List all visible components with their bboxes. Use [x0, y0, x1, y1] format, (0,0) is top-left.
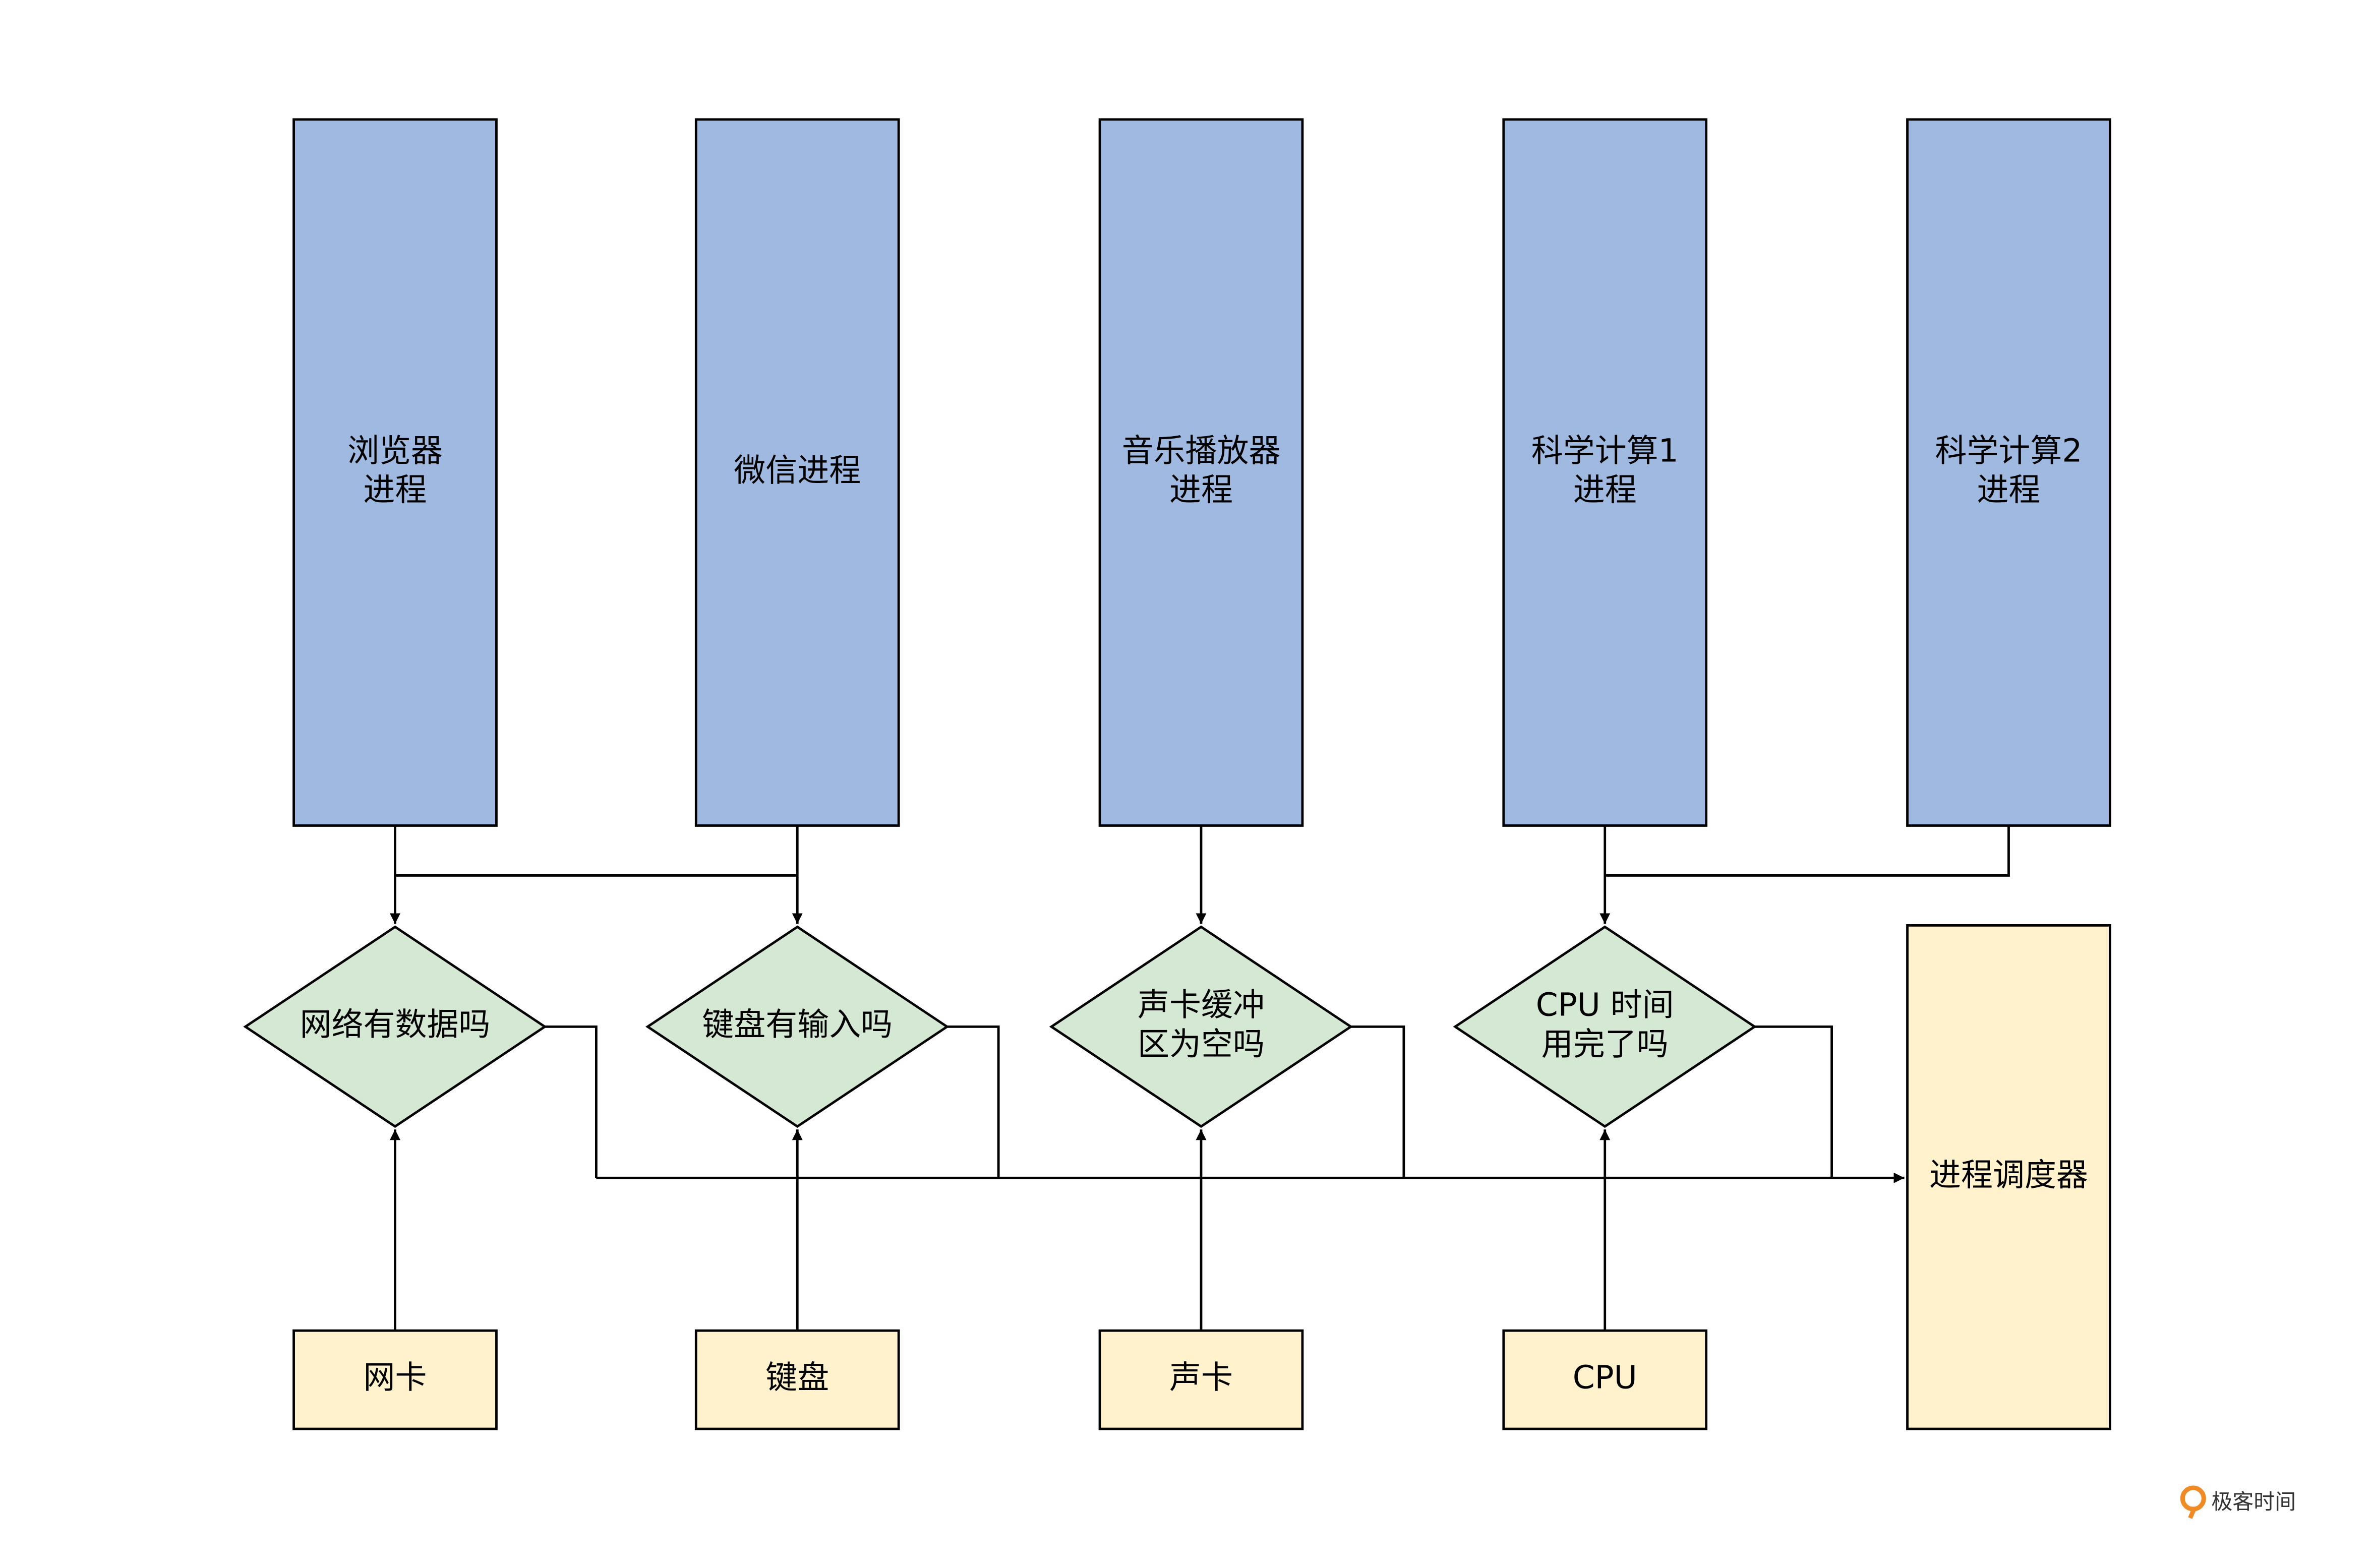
decision-sound-buffer-empty-label: 区为空吗	[1138, 1026, 1265, 1062]
process-science-calc-2-box	[1906, 118, 2111, 827]
connectors	[390, 825, 2010, 1331]
decision-network-data-label: 网络有数据吗	[300, 1006, 491, 1043]
decision-cpu-time-used-label: CPU 时间	[1536, 986, 1674, 1023]
device-keyboard: 键盘	[694, 1329, 900, 1430]
device-keyboard-label: 键盘	[765, 1359, 829, 1396]
process-browser-box	[292, 118, 498, 827]
decision-cpu-time-used-label: 用完了吗	[1541, 1026, 1669, 1062]
brand-logo-text: 极客时间	[2211, 1489, 2296, 1514]
process-scheduler-label: 进程调度器	[1929, 1157, 2088, 1193]
decision-cpu-time-used-shape	[1453, 925, 1757, 1128]
decision-sound-buffer-empty-label: 声卡缓冲	[1138, 986, 1265, 1023]
device-network-card: 网卡	[292, 1329, 498, 1430]
device-network-card-box	[292, 1329, 498, 1430]
process-science-calc-1-label: 进程	[1573, 471, 1637, 508]
process-wechat: 微信进程	[694, 118, 900, 827]
device-cpu: CPU	[1502, 1329, 1708, 1430]
process-scheduler: 进程调度器	[1906, 924, 2111, 1430]
process-browser-label: 浏览器	[347, 432, 443, 469]
device-cpu-label: CPU	[1573, 1359, 1637, 1396]
line-network-to-bus	[545, 1025, 598, 1178]
brand-logo: 极客时间	[2180, 1485, 2296, 1519]
process-wechat-box	[694, 118, 900, 827]
device-keyboard-box	[694, 1329, 900, 1430]
device-cpu-box	[1502, 1329, 1708, 1430]
process-science-calc-1-box	[1502, 118, 1708, 827]
process-scheduler-box	[1906, 924, 2111, 1430]
device-sound-card-box	[1098, 1329, 1304, 1430]
line-cpu-to-bus	[1754, 1025, 1833, 1178]
nodes: 浏览器进程微信进程音乐播放器进程科学计算1进程科学计算2进程网络有数据吗键盘有输…	[243, 118, 2111, 1430]
line-keyboard-to-bus	[947, 1025, 1000, 1178]
device-sound-card: 声卡	[1098, 1329, 1304, 1430]
line-sound-to-bus	[1350, 1025, 1405, 1178]
process-wechat-label: 微信进程	[734, 452, 861, 489]
device-network-card-label: 网卡	[364, 1359, 427, 1396]
process-science-calc-2-label: 进程	[1977, 471, 2041, 508]
process-science-calc-1-label: 科学计算1	[1531, 432, 1679, 469]
decision-keyboard-input: 键盘有输入吗	[645, 925, 950, 1128]
process-music-player-label: 音乐播放器	[1122, 432, 1281, 469]
process-music-player-label: 进程	[1169, 471, 1233, 508]
process-browser-label: 进程	[364, 471, 427, 508]
process-science-calc-2-label: 科学计算2	[1935, 432, 2082, 469]
decision-network-data-shape	[243, 925, 547, 1128]
decision-keyboard-input-shape	[645, 925, 950, 1128]
brand-logo-tail	[2188, 1506, 2197, 1519]
device-sound-card-label: 声卡	[1169, 1359, 1233, 1396]
process-music-player-box	[1098, 118, 1304, 827]
decision-sound-buffer-empty-shape	[1049, 925, 1353, 1128]
line-calc2-to-cpu	[1605, 825, 2010, 877]
decision-keyboard-input-label: 键盘有输入吗	[702, 1006, 893, 1043]
decision-network-data: 网络有数据吗	[243, 925, 547, 1128]
